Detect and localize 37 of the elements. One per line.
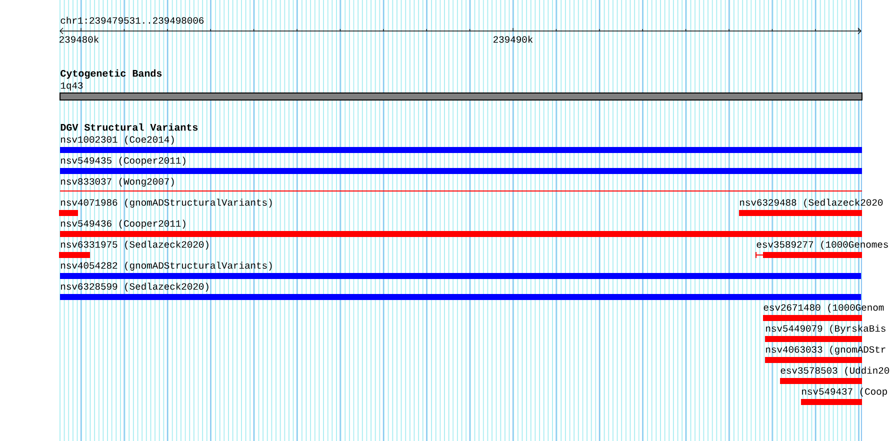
- tick-label: 239490k: [494, 36, 533, 43]
- node-label: nsv549435 (Cooper2011): [61, 156, 186, 166]
- node-label: esv2671480 (1000Genom: [764, 304, 884, 313]
- node-label: nsv6329488 (Sedlazeck2020: [740, 198, 883, 208]
- track-title: DGV Structural Variants: [60, 123, 198, 131]
- node-label: nsv4071986 (gnomADStructuralVariants): [61, 198, 272, 208]
- node-label: 1q43: [60, 82, 83, 91]
- node-label: nsv4063033 (gnomADStr: [766, 346, 886, 355]
- variant-feature: nsv6329488 (Sedlazeck2020: [739, 198, 883, 216]
- node-label: nsv549437 (Coop: [802, 388, 887, 397]
- node-label: nsv6328599 (Sedlazeck2020): [61, 282, 208, 292]
- variant-feature: nsv4063033 (gnomADStr: [765, 346, 886, 363]
- node-label: nsv549436 (Cooper2011): [61, 220, 186, 229]
- variant-feature: nsv5449079 (ByrskaBis: [765, 324, 886, 342]
- node-label: nsv1002301 (Coe2014): [61, 136, 174, 145]
- node-label: nsv5449079 (ByrskaBis: [766, 324, 886, 334]
- variant-feature: nsv6331975 (Sedlazeck2020): [59, 240, 208, 258]
- variant-feature: nsv549436 (Cooper2011): [60, 220, 862, 237]
- node-label: nsv4054282 (gnomADStructuralVariants): [61, 262, 272, 271]
- variant-feature: nsv833037 (Wong2007): [60, 178, 862, 192]
- variant-feature: nsv4071986 (gnomADStructuralVariants): [59, 198, 272, 216]
- variant-feature: esv3578503 (Uddin20: [780, 366, 890, 384]
- node-label: nsv833037 (Wong2007): [61, 178, 174, 187]
- cytoband-bar: 1q43: [60, 82, 863, 100]
- track-title: Cytogenetic Bands: [60, 69, 162, 79]
- variant-feature: nsv4054282 (gnomADStructuralVariants): [60, 262, 862, 279]
- node-label: esv3589277 (1000Genomes: [756, 240, 888, 250]
- location-label: chr1:239479531..239498006: [60, 16, 204, 24]
- node-label: nsv6331975 (Sedlazeck2020): [61, 240, 208, 250]
- variant-feature: nsv549435 (Cooper2011): [60, 156, 862, 174]
- variant-feature: nsv1002301 (Coe2014): [60, 136, 862, 153]
- variant-feature: nsv6328599 (Sedlazeck2020): [60, 282, 862, 300]
- tick-label: 239480k: [60, 36, 99, 43]
- node-label: esv3578503 (Uddin20: [780, 366, 890, 376]
- variant-feature: nsv549437 (Coop: [801, 388, 887, 405]
- variant-feature: esv3589277 (1000Genomes: [756, 240, 888, 258]
- variant-feature: esv2671480 (1000Genom: [763, 304, 884, 321]
